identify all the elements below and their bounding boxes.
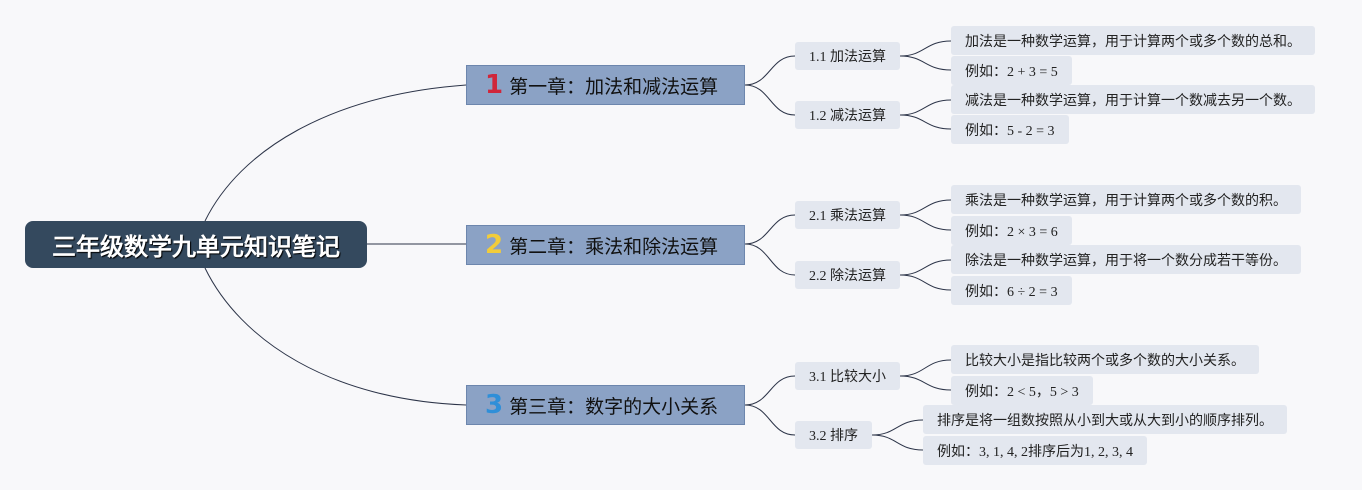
- subtopic-node-3-2[interactable]: 3.2 排序: [795, 421, 872, 449]
- leaf-text: 例如：2 < 5，5 > 3: [965, 384, 1079, 400]
- chapter-title: 第三章：数字的大小关系: [509, 395, 719, 418]
- root-title: 三年级数学九单元知识笔记: [52, 233, 340, 261]
- subtopic-node-1-1[interactable]: 1.1 加法运算: [795, 42, 900, 70]
- leaf-node[interactable]: 例如：6 ÷ 2 = 3: [951, 276, 1072, 305]
- chapter-number-1-icon: 1: [485, 70, 504, 100]
- connector-ch3-sub1: [744, 375, 796, 406]
- subtopic-label: 2.1 乘法运算: [809, 209, 886, 224]
- connector-ch1-sub1: [744, 55, 796, 86]
- subtopic-label: 3.1 比较大小: [809, 370, 886, 385]
- connector-ch1-sub2: [744, 84, 796, 116]
- subtopic-label: 2.2 除法运算: [809, 269, 886, 284]
- subtopic-label: 1.1 加法运算: [809, 50, 886, 65]
- leaf-node[interactable]: 除法是一种数学运算，用于将一个数分成若干等份。: [951, 245, 1301, 274]
- subtopic-label: 1.2 减法运算: [809, 109, 886, 124]
- connector-ch2-sub1: [744, 214, 796, 245]
- subtopic-node-3-1[interactable]: 3.1 比较大小: [795, 362, 900, 390]
- leaf-text: 加法是一种数学运算，用于计算两个或多个数的总和。: [965, 34, 1301, 50]
- leaf-text: 排序是将一组数按照从小到大或从大到小的顺序排列。: [937, 413, 1273, 429]
- connector-ch2-sub2: [744, 243, 796, 276]
- connector-root-ch3: [204, 267, 467, 406]
- leaf-node[interactable]: 乘法是一种数学运算，用于计算两个或多个数的积。: [951, 185, 1301, 214]
- leaf-text: 除法是一种数学运算，用于将一个数分成若干等份。: [965, 253, 1287, 269]
- leaf-node[interactable]: 加法是一种数学运算，用于计算两个或多个数的总和。: [951, 26, 1315, 55]
- leaf-node[interactable]: 例如：2 × 3 = 6: [951, 216, 1072, 245]
- chapter-node-2[interactable]: 2 第二章：乘法和除法运算: [466, 225, 745, 265]
- leaf-text: 比较大小是指比较两个或多个数的大小关系。: [965, 353, 1245, 369]
- subtopic-node-2-1[interactable]: 2.1 乘法运算: [795, 201, 900, 229]
- subtopic-label: 3.2 排序: [809, 429, 858, 444]
- chapter-number-2-icon: 2: [485, 230, 504, 260]
- chapter-number-3-icon: 3: [485, 390, 504, 420]
- leaf-node[interactable]: 例如：2 < 5，5 > 3: [951, 376, 1093, 405]
- chapter-node-1[interactable]: 1 第一章：加法和减法运算: [466, 65, 745, 105]
- leaf-node[interactable]: 例如：3, 1, 4, 2排序后为1, 2, 3, 4: [923, 436, 1147, 465]
- leaf-node[interactable]: 例如：5 - 2 = 3: [951, 115, 1069, 144]
- leaf-text: 例如：6 ÷ 2 = 3: [965, 284, 1058, 300]
- root-node[interactable]: 三年级数学九单元知识笔记: [25, 221, 367, 268]
- chapter-title: 第二章：乘法和除法运算: [509, 235, 719, 258]
- leaf-text: 例如：5 - 2 = 3: [965, 123, 1055, 139]
- subtopic-node-2-2[interactable]: 2.2 除法运算: [795, 261, 900, 289]
- connector-root-ch1: [204, 84, 467, 222]
- leaf-node[interactable]: 例如：2 + 3 = 5: [951, 56, 1072, 85]
- chapter-node-3[interactable]: 3 第三章：数字的大小关系: [466, 385, 745, 425]
- leaf-node[interactable]: 减法是一种数学运算，用于计算一个数减去另一个数。: [951, 85, 1315, 114]
- chapter-title: 第一章：加法和减法运算: [509, 75, 719, 98]
- leaf-node[interactable]: 排序是将一组数按照从小到大或从大到小的顺序排列。: [923, 405, 1287, 434]
- subtopic-node-1-2[interactable]: 1.2 减法运算: [795, 101, 900, 129]
- leaf-text: 例如：2 + 3 = 5: [965, 64, 1058, 80]
- leaf-text: 乘法是一种数学运算，用于计算两个或多个数的积。: [965, 193, 1287, 209]
- leaf-text: 减法是一种数学运算，用于计算一个数减去另一个数。: [965, 93, 1301, 109]
- leaf-text: 例如：2 × 3 = 6: [965, 224, 1058, 240]
- leaf-node[interactable]: 比较大小是指比较两个或多个数的大小关系。: [951, 345, 1259, 374]
- leaf-text: 例如：3, 1, 4, 2排序后为1, 2, 3, 4: [937, 444, 1133, 460]
- connector-ch3-sub2: [744, 404, 796, 436]
